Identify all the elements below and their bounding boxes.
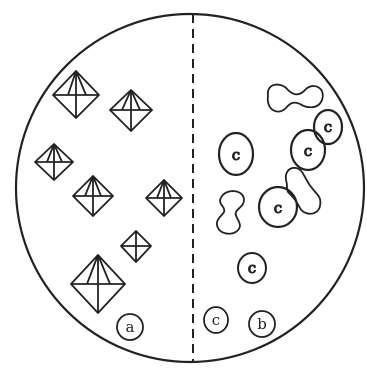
label-b-text: b [257, 315, 267, 333]
ring-cell-label: c [232, 146, 240, 164]
ring-cell-label: c [304, 142, 312, 160]
label-a-text: a [126, 318, 135, 336]
ring-cell-label: c [324, 118, 332, 136]
ring-cell-label: c [248, 259, 256, 277]
ring-cell-label: c [274, 199, 282, 217]
bottom-small-cell-label: c [212, 311, 220, 329]
